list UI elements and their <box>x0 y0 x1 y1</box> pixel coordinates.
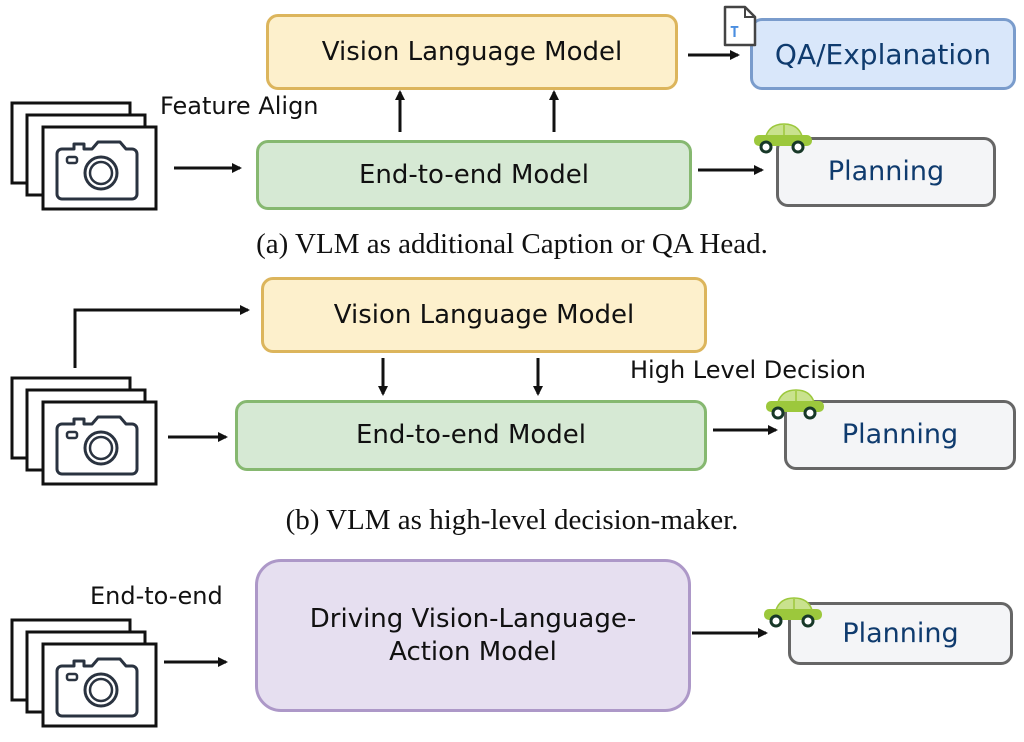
svg-text:T: T <box>730 23 739 41</box>
planning-label: Planning <box>842 617 959 649</box>
panel-b-arrows <box>73 305 778 442</box>
end-to-end-model-box: End-to-end Model <box>256 140 692 210</box>
e2e-label: End-to-end Model <box>358 159 590 190</box>
driving-vla-model-box: Driving Vision-Language- Action Model <box>255 559 691 712</box>
planning-label: Planning <box>827 156 945 188</box>
arrow-camera-to-vlm <box>73 305 250 368</box>
qa-label: QA/Explanation <box>774 37 992 71</box>
vision-language-model-box: Vision Language Model <box>261 277 707 353</box>
planning-label: Planning <box>841 419 959 451</box>
panel-a-arrows <box>174 50 764 175</box>
high-level-decision-label: High Level Decision <box>630 356 866 384</box>
planning-box: Planning <box>776 137 996 207</box>
e2e-label: End-to-end Model <box>355 420 587 451</box>
text-document-icon: T <box>723 5 757 47</box>
dvla-label-line2: Action Model <box>389 636 557 667</box>
vlm-label: Vision Language Model <box>333 299 635 330</box>
end-to-end-label: End-to-end <box>90 582 223 610</box>
dvla-label-line1: Driving Vision-Language- <box>309 604 637 634</box>
qa-explanation-box: QA/Explanation <box>750 18 1016 90</box>
vision-language-model-box: Vision Language Model <box>266 14 678 90</box>
caption-a: (a) VLM as additional Caption or QA Head… <box>256 228 768 260</box>
vlm-label: Vision Language Model <box>321 36 623 67</box>
feature-align-label: Feature Align <box>160 92 319 120</box>
end-to-end-model-box: End-to-end Model <box>235 400 707 471</box>
planning-box: Planning <box>784 400 1016 470</box>
caption-b: (b) VLM as high-level decision-maker. <box>285 504 739 536</box>
planning-box: Planning <box>788 602 1013 665</box>
